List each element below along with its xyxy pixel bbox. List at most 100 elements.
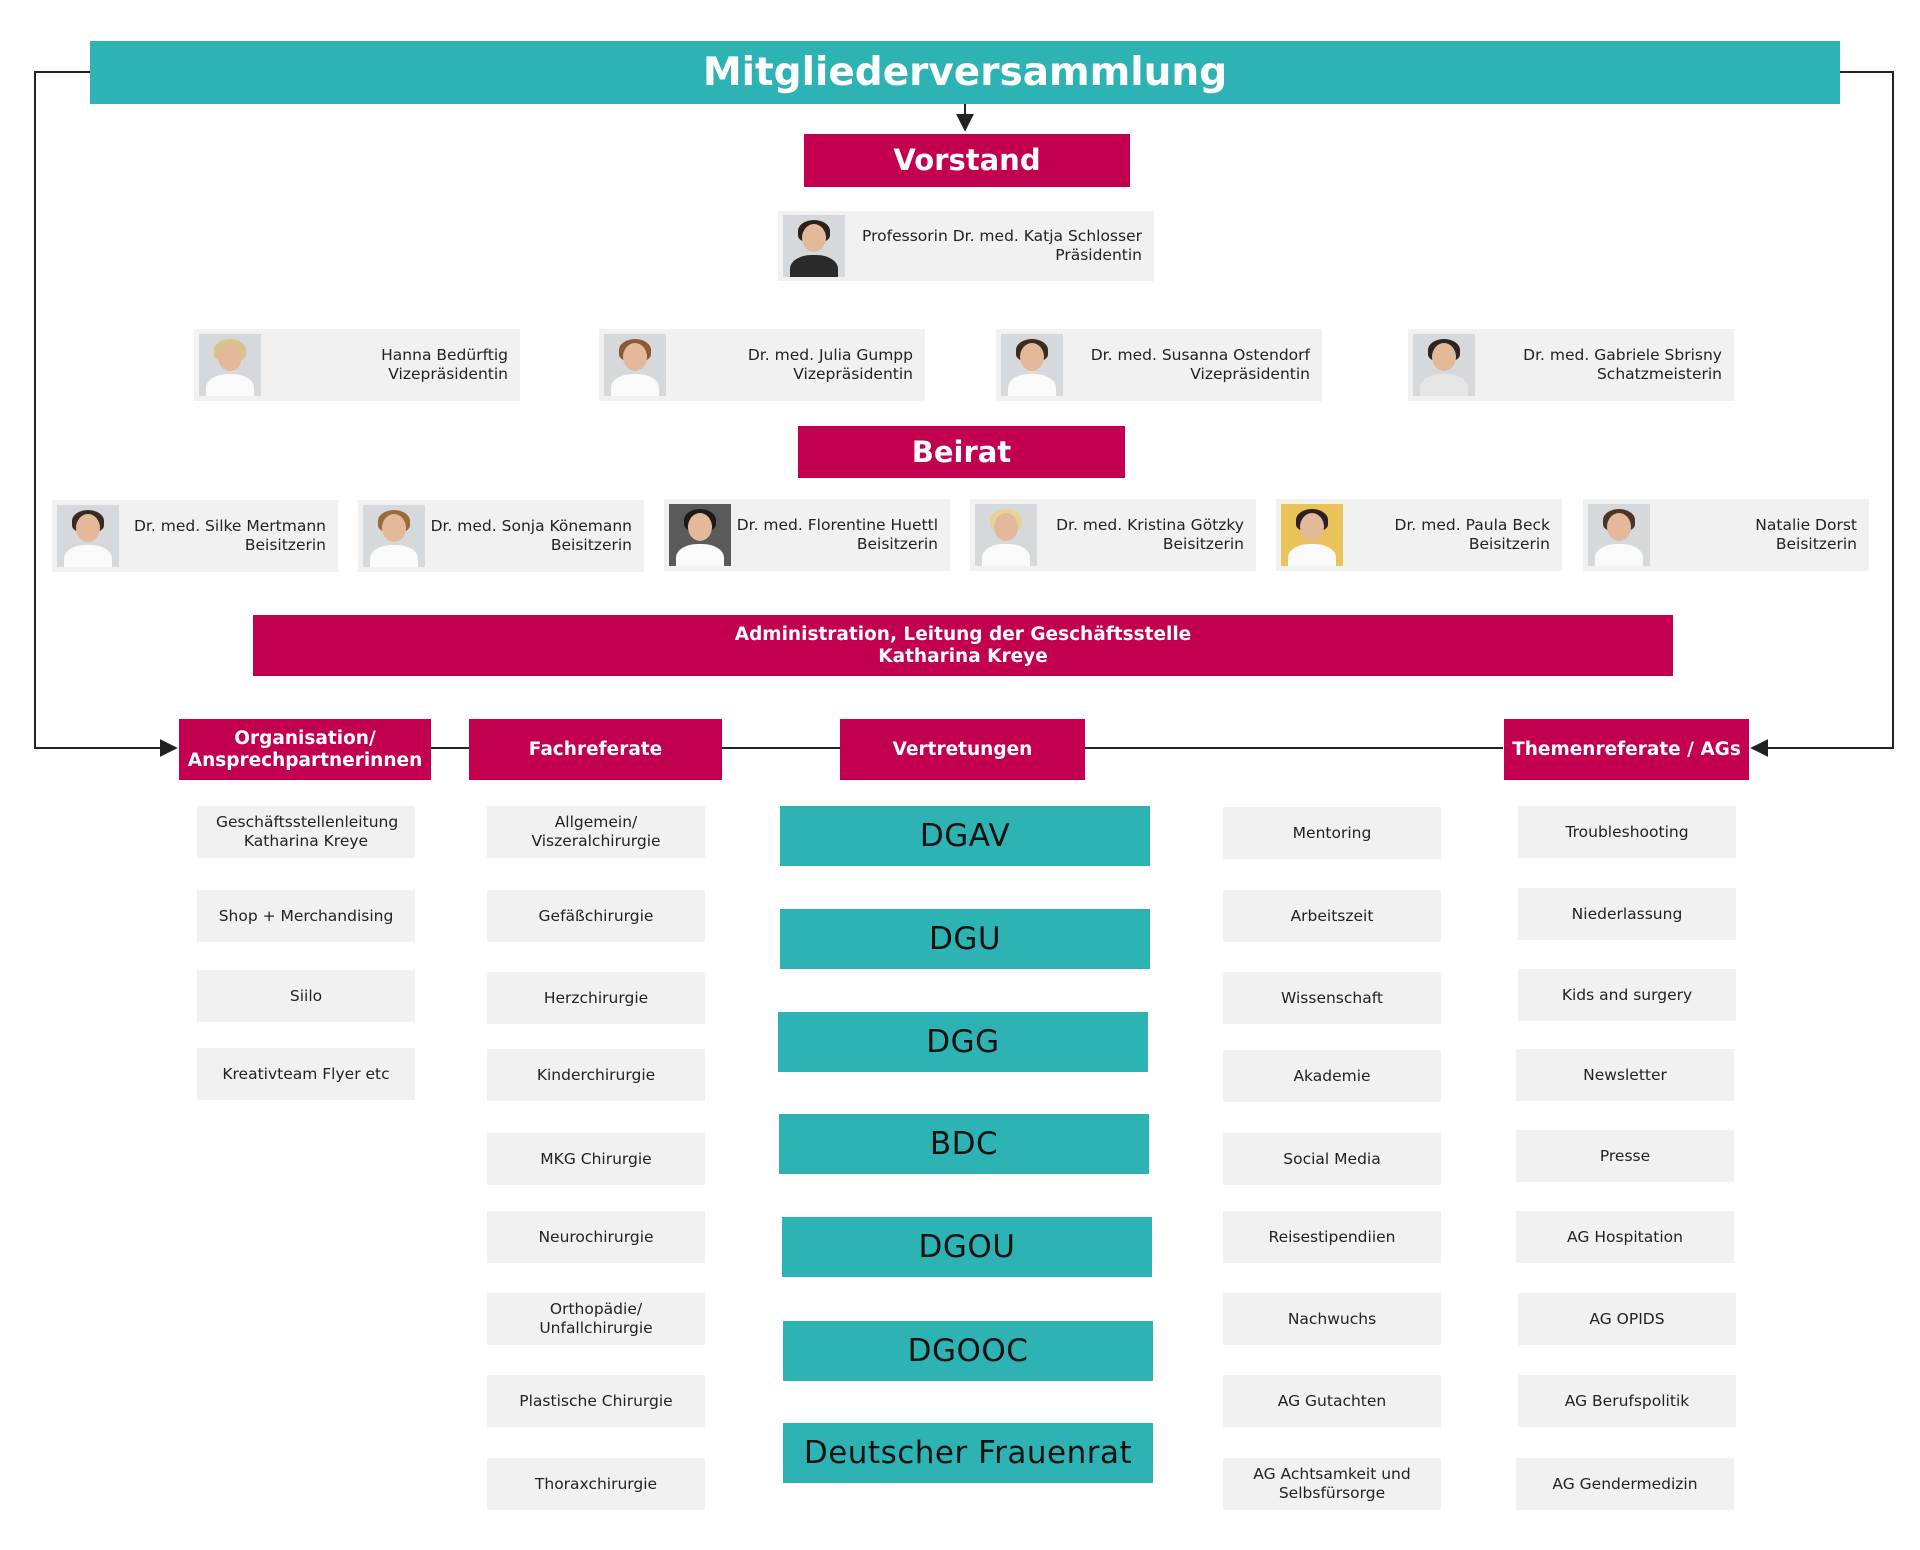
- themenreferat-item: Presse: [1516, 1130, 1734, 1182]
- fachreferate-title: Fachreferate: [528, 738, 663, 760]
- fachreferat-item: Plastische Chirurgie: [487, 1375, 705, 1427]
- vertretung-label: DGU: [928, 921, 1002, 957]
- member-photo: [975, 504, 1037, 566]
- item-label: Plastische Chirurgie: [519, 1391, 673, 1410]
- fachreferat-item: Thoraxchirurgie: [487, 1458, 705, 1510]
- vorstand-member-card: Dr. med. Susanna Ostendorf Vizepräsident…: [996, 329, 1322, 401]
- item-label: Orthopädie/ Unfallchirurgie: [539, 1300, 653, 1337]
- organisation-header: Organisation/ Ansprechpartnerinnen: [179, 719, 431, 780]
- member-photo: [1281, 504, 1343, 566]
- member-role: Vizepräsidentin: [793, 365, 913, 383]
- vorstand-member-card: Dr. med. Gabriele Sbrisny Schatzmeisteri…: [1408, 329, 1734, 401]
- item-label: Troubleshooting: [1565, 822, 1689, 841]
- member-photo: [199, 334, 261, 396]
- vertretung-label: BDC: [929, 1126, 999, 1162]
- item-label: AG Achtsamkeit und Selbsfürsorge: [1253, 1465, 1411, 1502]
- member-name: Dr. med. Silke Mertmann: [133, 517, 326, 535]
- vorstand-title: Vorstand: [893, 143, 1041, 178]
- member-name: Dr. med. Florentine Huettl: [736, 516, 938, 534]
- administration-line1: Administration, Leitung der Geschäftsste…: [734, 623, 1192, 645]
- member-role: Beisitzerin: [856, 535, 938, 553]
- item-label: MKG Chirurgie: [540, 1149, 652, 1168]
- item-label: Kreativteam Flyer etc: [222, 1064, 390, 1083]
- item-label: Shop + Merchandising: [218, 906, 394, 925]
- item-label: AG Hospitation: [1567, 1227, 1683, 1246]
- vertretung-label: DGOOC: [907, 1333, 1029, 1369]
- administration-banner: Administration, Leitung der Geschäftsste…: [253, 615, 1673, 676]
- themenreferat-item: AG OPIDS: [1518, 1293, 1736, 1345]
- vorstand-member-card: Dr. med. Julia Gumpp Vizepräsidentin: [599, 329, 925, 401]
- referat-item: Nachwuchs: [1223, 1293, 1441, 1345]
- item-label: Newsletter: [1583, 1065, 1667, 1084]
- item-label: Reisestipendiien: [1268, 1227, 1396, 1246]
- item-label: Social Media: [1283, 1149, 1381, 1168]
- referat-item: AG Achtsamkeit und Selbsfürsorge: [1223, 1458, 1441, 1510]
- member-role: Vizepräsidentin: [1190, 365, 1310, 383]
- organisation-title-line1: Organisation/: [234, 727, 376, 749]
- item-label: Niederlassung: [1571, 904, 1683, 923]
- referat-item: Wissenschaft: [1223, 972, 1441, 1024]
- item-label: Geschäftsstellenleitung Katharina Kreye: [216, 813, 399, 850]
- fachreferat-item: Orthopädie/ Unfallchirurgie: [487, 1293, 705, 1345]
- vertretung-label: DGOU: [918, 1229, 1016, 1265]
- member-name: Dr. med. Julia Gumpp: [747, 346, 913, 364]
- banner-title: Mitgliederversammlung: [702, 50, 1228, 95]
- member-role: Schatzmeisterin: [1596, 365, 1722, 383]
- member-role: Beisitzerin: [1468, 535, 1550, 553]
- organisation-item: Shop + Merchandising: [197, 890, 415, 942]
- vertretung-label: DGAV: [919, 818, 1011, 854]
- right-loop-line: [1750, 71, 1894, 757]
- member-photo: [604, 334, 666, 396]
- organisation-item: Geschäftsstellenleitung Katharina Kreye: [197, 806, 415, 858]
- member-name: Dr. med. Susanna Ostendorf: [1090, 346, 1310, 364]
- item-label: Thoraxchirurgie: [534, 1474, 658, 1493]
- vertretung-box-dgav: DGAV: [780, 806, 1150, 866]
- item-label: AG OPIDS: [1589, 1309, 1665, 1328]
- themenreferat-item: AG Hospitation: [1516, 1211, 1734, 1263]
- member-role: Vizepräsidentin: [388, 365, 508, 383]
- member-photo: [57, 505, 119, 567]
- vertretung-box-bdc: BDC: [779, 1114, 1149, 1174]
- member-name: Dr. med. Gabriele Sbrisny: [1523, 346, 1722, 364]
- fachreferate-header: Fachreferate: [469, 719, 722, 780]
- mitgliederversammlung-banner: Mitgliederversammlung: [90, 41, 1840, 104]
- president-photo: [783, 215, 845, 277]
- organisation-item: Siilo: [197, 970, 415, 1022]
- vertretung-label: Deutscher Frauenrat: [803, 1435, 1133, 1471]
- item-label: Gefäßchirurgie: [538, 906, 654, 925]
- member-role: Beisitzerin: [1775, 535, 1857, 553]
- item-label: Presse: [1599, 1146, 1651, 1165]
- themenreferate-header: Themenreferate / AGs: [1504, 719, 1749, 780]
- vertretung-box-dgu: DGU: [780, 909, 1150, 969]
- fachreferat-item: Kinderchirurgie: [487, 1049, 705, 1101]
- vertretung-box-dgooc: DGOOC: [783, 1321, 1153, 1381]
- organisation-item: Kreativteam Flyer etc: [197, 1048, 415, 1100]
- member-role: Beisitzerin: [550, 536, 632, 554]
- member-photo: [1588, 504, 1650, 566]
- themenreferat-item: Niederlassung: [1518, 888, 1736, 940]
- vertretung-box-dgg: DGG: [778, 1012, 1148, 1072]
- themenreferate-title: Themenreferate / AGs: [1512, 738, 1741, 760]
- member-photo: [363, 505, 425, 567]
- referat-item: Social Media: [1223, 1133, 1441, 1185]
- vorstand-member-card: Hanna Bedürftig Vizepräsidentin: [194, 329, 520, 401]
- referat-item: Akademie: [1223, 1050, 1441, 1102]
- president-name: Professorin Dr. med. Katja Schlosser: [862, 227, 1142, 245]
- item-label: Mentoring: [1292, 823, 1372, 842]
- vorstand-header: Vorstand: [804, 134, 1130, 187]
- member-name: Dr. med. Kristina Götzky: [1056, 516, 1244, 534]
- beirat-member-card: Dr. med. Sonja Könemann Beisitzerin: [358, 500, 644, 572]
- beirat-member-card: Dr. med. Silke Mertmann Beisitzerin: [52, 500, 338, 572]
- fachreferat-item: Neurochirurgie: [487, 1211, 705, 1263]
- referat-item: Mentoring: [1223, 807, 1441, 859]
- vertretung-box-dgou: DGOU: [782, 1217, 1152, 1277]
- item-label: Siilo: [289, 986, 323, 1005]
- organisation-title-line2: Ansprechpartnerinnen: [187, 749, 423, 771]
- themenreferat-item: Newsletter: [1516, 1049, 1734, 1101]
- beirat-header: Beirat: [798, 426, 1125, 478]
- fachreferat-item: Gefäßchirurgie: [487, 890, 705, 942]
- member-name: Dr. med. Sonja Könemann: [430, 517, 632, 535]
- item-label: Kinderchirurgie: [536, 1065, 656, 1084]
- member-photo: [1413, 334, 1475, 396]
- beirat-member-card: Dr. med. Paula Beck Beisitzerin: [1276, 499, 1562, 571]
